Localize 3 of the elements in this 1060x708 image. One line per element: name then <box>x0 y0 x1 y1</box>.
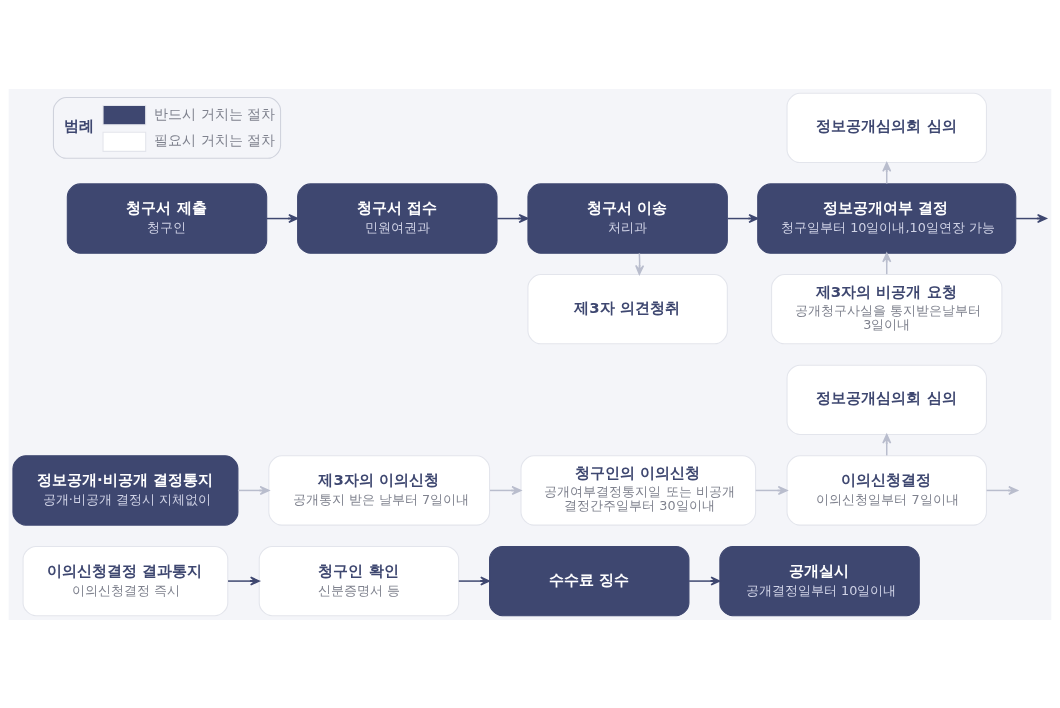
label: 범례 <box>63 116 94 135</box>
legend-label: 반드시 거치는 절차 <box>154 105 276 122</box>
legend-label: 필요시 거치는 절차 <box>154 131 276 148</box>
